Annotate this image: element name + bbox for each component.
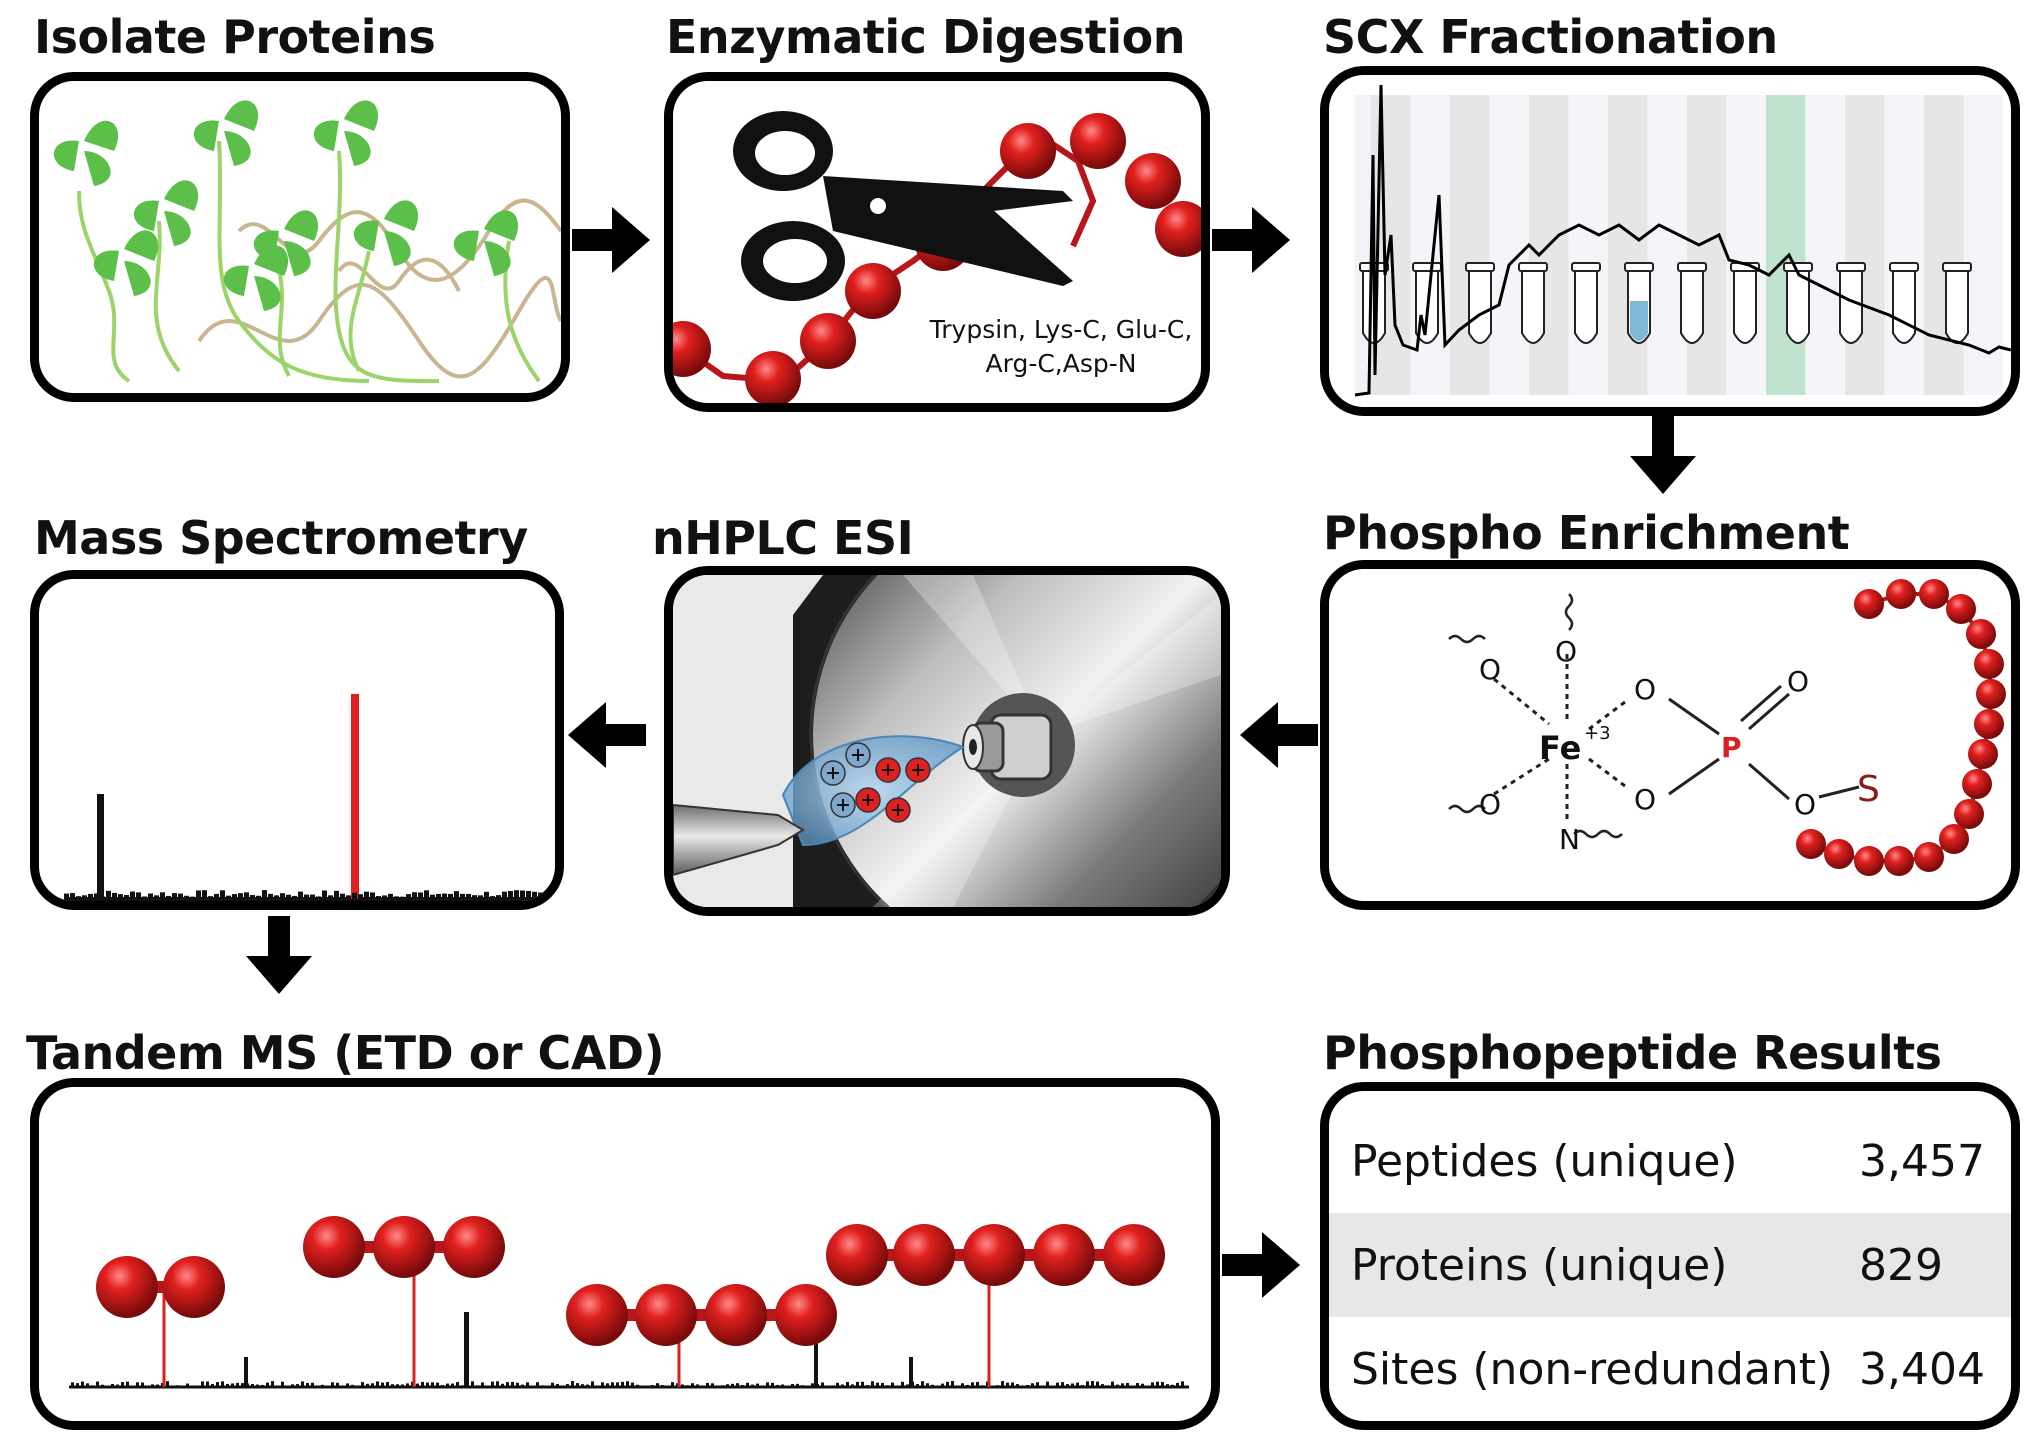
- arrow-down-1: [1630, 416, 1696, 494]
- collection-tube-highlighted: [1624, 262, 1654, 344]
- chem-o-right-upper: O: [1634, 673, 1656, 706]
- arrow-right-1: [572, 207, 650, 273]
- collection-tube: [1942, 262, 1972, 344]
- enzyme-list-line1: Trypsin, Lys-C, Glu-C,: [929, 315, 1193, 344]
- title-scx-fractionation: SCX Fractionation: [1323, 10, 1778, 64]
- chem-o-double: O: [1787, 665, 1809, 698]
- ion-droplets: [820, 742, 931, 823]
- arrow-right-3: [1222, 1232, 1300, 1298]
- collection-tube: [1730, 262, 1760, 344]
- scx-fraction-band: [1687, 95, 1727, 395]
- chem-fe: Fe: [1539, 729, 1581, 767]
- scx-fraction-band: [1805, 95, 1845, 395]
- scissors-icon: [733, 111, 1073, 301]
- tandem-ms-spectrum: [69, 1216, 1189, 1389]
- spectrum-peak-red: [351, 694, 359, 899]
- chem-o-top: O: [1555, 635, 1577, 668]
- collection-tube: [1571, 262, 1601, 344]
- collection-tube: [1677, 262, 1707, 344]
- scx-fraction-band: [1568, 95, 1608, 395]
- fragment-chain: [303, 1216, 505, 1278]
- scx-fraction-highlight: [1766, 95, 1806, 395]
- electrospray-illustration: [673, 575, 1221, 907]
- ms-spectrum: [64, 694, 555, 901]
- panel-phosphopeptide-results: Peptides (unique) 3,457 Proteins (unique…: [1320, 1082, 2020, 1430]
- collection-tube: [1518, 262, 1548, 344]
- collection-tube: [1889, 262, 1919, 344]
- fragment-chain: [566, 1284, 837, 1346]
- panel-mass-spectrometry: [30, 570, 564, 910]
- scx-fraction-band: [1884, 95, 1924, 395]
- enzyme-list-line2: Arg-C,Asp-N: [985, 348, 1137, 378]
- scx-fraction-band: [1924, 95, 1964, 395]
- panel-enzymatic-digestion: Trypsin, Lys-C, Glu-C, Arg-C,Asp-N: [664, 72, 1210, 412]
- results-label-proteins: Proteins (unique): [1351, 1239, 1728, 1291]
- title-phosphopeptide-results: Phosphopeptide Results: [1323, 1026, 1942, 1080]
- scx-fraction-band: [1608, 95, 1648, 395]
- spectrum-peak-black: [97, 794, 104, 899]
- title-isolate-proteins: Isolate Proteins: [34, 10, 436, 64]
- chem-o-left-upper: O: [1479, 653, 1501, 686]
- results-row-sites: Sites (non-redundant) 3,404: [1329, 1317, 2011, 1421]
- plant-seedlings-illustration: [53, 100, 561, 383]
- arrow-down-2: [246, 916, 312, 994]
- panel-phospho-enrichment: O O O Fe +3 N O O P O O S: [1320, 560, 2020, 910]
- panel-nhplc-esi: [664, 566, 1230, 916]
- fragment-bead-chains: [96, 1216, 1165, 1346]
- scx-fraction-band: [1489, 95, 1529, 395]
- results-value-proteins: 829: [1859, 1239, 1943, 1291]
- chem-n: N: [1559, 823, 1580, 856]
- results-label-peptides: Peptides (unique): [1351, 1135, 1738, 1187]
- peptide-bead-chain: [1796, 579, 2006, 876]
- scx-fraction-band: [1726, 95, 1766, 395]
- chem-o-right-lower: O: [1634, 783, 1656, 816]
- collection-tube: [1836, 262, 1866, 344]
- scx-fraction-band: [1450, 95, 1490, 395]
- chem-s: S: [1857, 769, 1880, 810]
- fragment-chain: [96, 1256, 225, 1318]
- panel-scx-fractionation: [1320, 66, 2020, 416]
- results-label-sites: Sites (non-redundant): [1351, 1343, 1834, 1395]
- panel-isolate-proteins: [30, 72, 570, 402]
- title-phospho-enrichment: Phospho Enrichment: [1323, 506, 1850, 560]
- phospho-chemistry-diagram: O O O Fe +3 N O O P O O S: [1448, 579, 2006, 876]
- chem-o-ester: O: [1794, 788, 1816, 821]
- panel-tandem-ms: [30, 1078, 1220, 1430]
- chem-fe-charge: +3: [1584, 723, 1611, 744]
- title-tandem-ms: Tandem MS (ETD or CAD): [26, 1026, 665, 1080]
- enzyme-list-label: Trypsin, Lys-C, Glu-C, Arg-C,Asp-N: [911, 313, 1201, 381]
- chem-o-left-lower: O: [1479, 788, 1501, 821]
- collection-tube: [1465, 262, 1495, 344]
- collection-tube: [1783, 262, 1813, 344]
- title-mass-spectrometry: Mass Spectrometry: [34, 511, 528, 565]
- fragment-chain: [826, 1224, 1165, 1286]
- chem-p: P: [1721, 731, 1742, 764]
- title-enzymatic-digestion: Enzymatic Digestion: [666, 10, 1186, 64]
- title-nhplc-esi: nHPLC ESI: [652, 511, 914, 565]
- results-value-peptides: 3,457: [1859, 1135, 1985, 1187]
- results-value-sites: 3,404: [1859, 1343, 1985, 1395]
- scx-fraction-band: [1647, 95, 1687, 395]
- results-row-peptides: Peptides (unique) 3,457: [1329, 1109, 2011, 1213]
- arrow-left-1: [1240, 702, 1318, 768]
- peptide-bead-chain: [673, 113, 1201, 403]
- scx-chromatogram: [1354, 84, 2011, 397]
- digestion-illustration: [673, 111, 1201, 403]
- arrow-left-2: [568, 702, 646, 768]
- scx-fraction-band: [1845, 95, 1885, 395]
- arrow-right-2: [1212, 207, 1290, 273]
- results-row-proteins: Proteins (unique) 829: [1329, 1213, 2011, 1317]
